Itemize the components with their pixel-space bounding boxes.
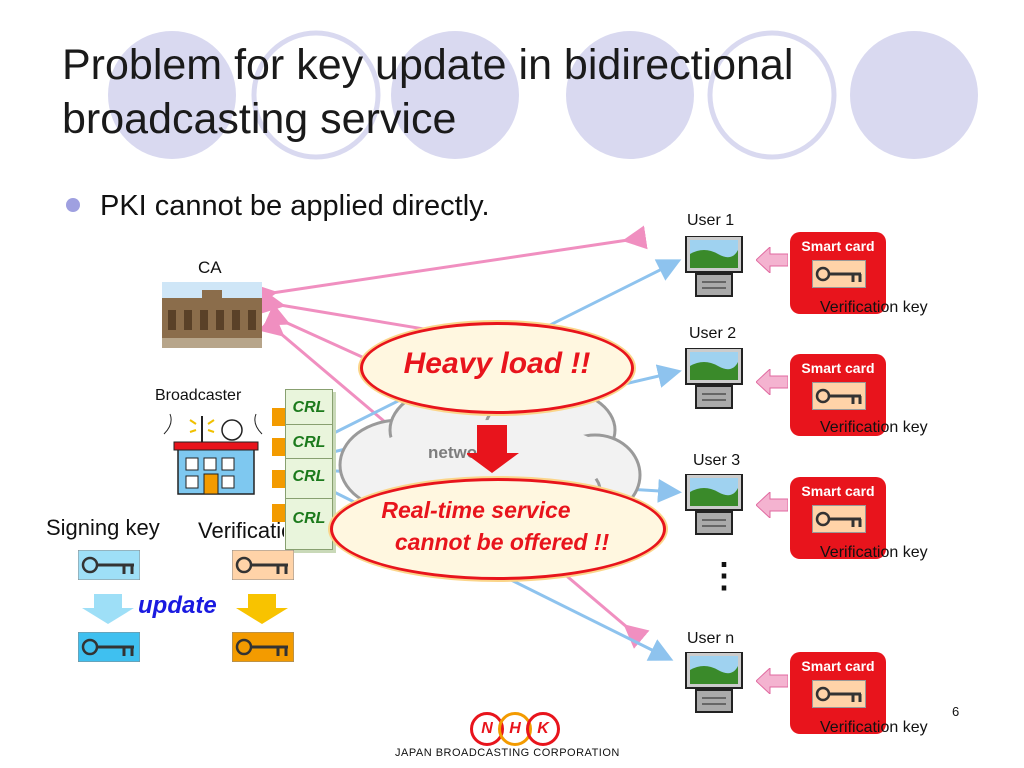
arrow-pink — [252, 225, 648, 308]
decor-circle — [108, 31, 236, 159]
crl-tab-icon — [272, 504, 288, 522]
insert-arrow-icon — [756, 247, 788, 273]
key-icon — [812, 382, 866, 410]
decor-circle — [566, 31, 694, 159]
decor-circle — [707, 30, 837, 160]
user-1-verification-key: Verification key — [820, 299, 928, 316]
realtime-text-2: cannot be offered !! — [394, 529, 610, 555]
realtime-callout: Real-time service cannot be offered !! — [330, 478, 666, 580]
key-icon — [78, 550, 140, 580]
insert-arrow-icon — [756, 492, 788, 518]
insert-arrow-icon — [756, 369, 788, 395]
decor-circle — [850, 31, 978, 159]
monitor-icon — [685, 652, 743, 713]
logo-letter: K — [526, 712, 560, 746]
bullet-dot — [66, 198, 80, 212]
title-line-2: broadcasting service — [62, 95, 457, 143]
smart-card: Smart card — [790, 232, 886, 314]
verification-key-label-left: Verification key — [198, 518, 284, 543]
smart-card: Smart card — [790, 354, 886, 436]
building-icon — [162, 282, 262, 348]
user-n-verification-key: Verification key — [820, 719, 928, 736]
user-3-verification-key: Verification key — [820, 544, 928, 561]
page-number: 6 — [952, 704, 960, 719]
heavy-load-text: Heavy load !! — [403, 347, 591, 380]
bullet-text: PKI cannot be applied directly. — [100, 190, 490, 222]
decor-circle — [391, 31, 519, 159]
monitor-icon — [685, 474, 743, 535]
update-arrow-icon — [82, 594, 134, 624]
broadcaster-label: Broadcaster — [155, 387, 242, 404]
key-icon — [812, 505, 866, 533]
broadcaster-icon — [163, 413, 263, 495]
user-2-verification-key: Verification key — [820, 419, 928, 436]
user-n-label: User n — [687, 630, 735, 647]
down-arrow-icon — [467, 425, 519, 473]
nhk-logo: N H K — [470, 712, 560, 746]
update-arrow-icon — [236, 594, 288, 624]
crl-tab-icon — [272, 438, 288, 456]
signing-key-label: Signing key — [46, 515, 160, 540]
crl-tab-icon — [272, 470, 288, 488]
monitor-icon — [685, 236, 743, 297]
update-label: update — [138, 592, 217, 619]
ca-label: CA — [198, 258, 222, 277]
insert-arrow-icon — [756, 668, 788, 694]
key-icon — [232, 550, 294, 580]
key-icon — [812, 260, 866, 288]
slide-title: Problem for key update in bidirectional … — [62, 38, 962, 146]
key-icon — [78, 632, 140, 662]
key-icon — [232, 632, 294, 662]
realtime-text-1: Real-time service — [381, 497, 571, 523]
smart-card: Smart card — [790, 652, 886, 734]
monitor-icon — [685, 348, 743, 409]
decor-circle — [251, 30, 381, 160]
crl-tab-icon — [272, 408, 288, 426]
user-1-label: User 1 — [687, 212, 735, 229]
corporation-name: JAPAN BROADCASTING CORPORATION — [395, 747, 620, 759]
smart-card: Smart card — [790, 477, 886, 559]
title-line-1: Problem for key update in bidirectional — [62, 41, 794, 89]
background-decoration — [108, 30, 978, 160]
user-2-label: User 2 — [689, 325, 737, 342]
crl-document: CRL — [285, 458, 333, 500]
users-ellipsis: ⋮ — [707, 557, 741, 595]
key-icon — [812, 680, 866, 708]
user-3-label: User 3 — [693, 452, 741, 469]
heavy-load-callout: Heavy load !! — [360, 322, 634, 414]
crl-document: CRL — [285, 498, 333, 550]
